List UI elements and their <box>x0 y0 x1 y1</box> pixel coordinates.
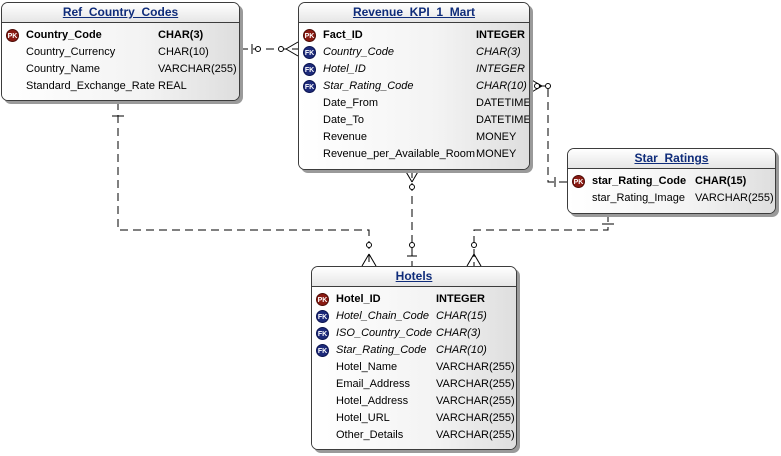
primary-key-icon: PK <box>6 29 19 42</box>
foreign-key-icon: FK <box>303 80 316 93</box>
entity-ref-country-codes[interactable]: Ref_Country_Codes PK Country_Code CHAR(3… <box>1 2 240 101</box>
column-row: FK Star_Rating_Code CHAR(10) <box>312 342 516 359</box>
column-type: INTEGER <box>436 293 485 305</box>
column-name: Country_Code <box>26 29 102 41</box>
relationship-country-hotels <box>112 102 377 267</box>
column-type: VARCHAR(255) <box>158 63 237 75</box>
entity-title: Hotels <box>312 267 516 287</box>
column-name: Other_Details <box>336 429 404 441</box>
column-type: CHAR(15) <box>436 310 487 322</box>
column-row: Hotel_Address VARCHAR(255) <box>312 393 516 410</box>
column-row: Revenue_per_Available_Room MONEY <box>299 146 529 163</box>
column-name: Country_Name <box>26 63 100 75</box>
column-name: Email_Address <box>336 378 410 390</box>
primary-key-icon: PK <box>572 175 585 188</box>
column-row: Date_To DATETIME <box>299 112 529 129</box>
column-row: star_Rating_Image VARCHAR(255) <box>568 190 775 207</box>
entity-title: Star_Ratings <box>568 149 775 169</box>
column-name: Fact_ID <box>323 29 363 41</box>
column-row: PK star_Rating_Code CHAR(15) <box>568 173 775 190</box>
column-name: Standard_Exchange_Rate <box>26 80 156 92</box>
column-name: Country_Currency <box>26 46 116 58</box>
primary-key-icon: PK <box>316 293 329 306</box>
column-name: Date_To <box>323 114 364 126</box>
foreign-key-icon: FK <box>303 46 316 59</box>
relationship-country-revenue <box>240 41 299 57</box>
entity-hotels[interactable]: Hotels PK Hotel_ID INTEGER FK Hotel_Chai… <box>311 266 517 450</box>
column-type: VARCHAR(255) <box>436 361 515 373</box>
column-type: INTEGER <box>476 63 525 75</box>
column-name: Hotel_URL <box>336 412 390 424</box>
relationship-star-hotels <box>466 214 614 267</box>
foreign-key-icon: FK <box>316 344 329 357</box>
column-row: FK ISO_Country_Code CHAR(3) <box>312 325 516 342</box>
column-name: Star_Rating_Code <box>323 80 414 92</box>
entity-columns: PK Country_Code CHAR(3) Country_Currency… <box>2 23 239 100</box>
foreign-key-icon: FK <box>316 310 329 323</box>
column-name: star_Rating_Code <box>592 175 687 187</box>
column-row: Country_Name VARCHAR(255) <box>2 61 239 78</box>
column-row: PK Fact_ID INTEGER <box>299 27 529 44</box>
column-name: Revenue_per_Available_Room <box>323 148 476 160</box>
column-type: CHAR(3) <box>476 46 521 58</box>
entity-title: Ref_Country_Codes <box>2 3 239 23</box>
relationship-star-revenue <box>529 78 567 187</box>
column-name: star_Rating_Image <box>592 192 685 204</box>
entity-revenue-kpi-1-mart[interactable]: Revenue_KPI_1_Mart PK Fact_ID INTEGER FK… <box>298 2 530 170</box>
column-row: PK Country_Code CHAR(3) <box>2 27 239 44</box>
column-type: CHAR(10) <box>476 80 527 92</box>
column-row: Hotel_URL VARCHAR(255) <box>312 410 516 427</box>
relationship-hotels-revenue <box>404 169 420 266</box>
column-type: MONEY <box>476 131 517 143</box>
column-type: INTEGER <box>476 29 525 41</box>
entity-columns: PK star_Rating_Code CHAR(15) star_Rating… <box>568 169 775 213</box>
column-row: Country_Currency CHAR(10) <box>2 44 239 61</box>
column-row: Email_Address VARCHAR(255) <box>312 376 516 393</box>
column-type: REAL <box>158 80 187 92</box>
column-name: Star_Rating_Code <box>336 344 427 356</box>
column-row: FK Hotel_Chain_Code CHAR(15) <box>312 308 516 325</box>
column-row: Other_Details VARCHAR(255) <box>312 427 516 444</box>
entity-columns: PK Fact_ID INTEGER FK Country_Code CHAR(… <box>299 23 529 169</box>
column-row: FK Star_Rating_Code CHAR(10) <box>299 78 529 95</box>
column-type: MONEY <box>476 148 517 160</box>
column-row: Date_From DATETIME <box>299 95 529 112</box>
column-name: ISO_Country_Code <box>336 327 432 339</box>
entity-star-ratings[interactable]: Star_Ratings PK star_Rating_Code CHAR(15… <box>567 148 776 214</box>
column-name: Hotel_Name <box>336 361 398 373</box>
column-row: PK Hotel_ID INTEGER <box>312 291 516 308</box>
column-type: VARCHAR(255) <box>695 192 774 204</box>
column-type: CHAR(3) <box>158 29 204 41</box>
column-row: Standard_Exchange_Rate REAL <box>2 78 239 95</box>
column-type: DATETIME <box>476 114 530 126</box>
column-type: DATETIME <box>476 97 530 109</box>
column-name: Revenue <box>323 131 368 143</box>
column-type: CHAR(10) <box>158 46 209 58</box>
foreign-key-icon: FK <box>316 327 329 340</box>
column-name: Hotel_ID <box>336 293 381 305</box>
column-name: Date_From <box>323 97 379 109</box>
column-name: Hotel_ID <box>323 63 366 75</box>
column-row: FK Country_Code CHAR(3) <box>299 44 529 61</box>
column-name: Hotel_Address <box>336 395 409 407</box>
primary-key-icon: PK <box>303 29 316 42</box>
entity-columns: PK Hotel_ID INTEGER FK Hotel_Chain_Code … <box>312 287 516 449</box>
column-row: FK Hotel_ID INTEGER <box>299 61 529 78</box>
column-type: CHAR(10) <box>436 344 487 356</box>
column-type: VARCHAR(255) <box>436 412 515 424</box>
column-type: VARCHAR(255) <box>436 378 515 390</box>
entity-title: Revenue_KPI_1_Mart <box>299 3 529 23</box>
column-row: Hotel_Name VARCHAR(255) <box>312 359 516 376</box>
column-name: Country_Code <box>323 46 394 58</box>
foreign-key-icon: FK <box>303 63 316 76</box>
column-type: CHAR(3) <box>436 327 481 339</box>
column-name: Hotel_Chain_Code <box>336 310 429 322</box>
column-type: CHAR(15) <box>695 175 747 187</box>
column-type: VARCHAR(255) <box>436 429 515 441</box>
column-row: Revenue MONEY <box>299 129 529 146</box>
column-type: VARCHAR(255) <box>436 395 515 407</box>
